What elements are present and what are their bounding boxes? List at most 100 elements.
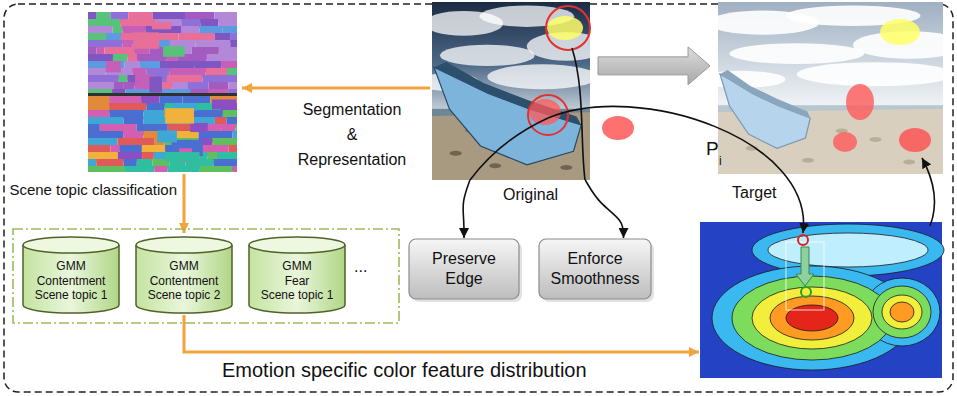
boat-inside bbox=[720, 70, 810, 118]
segment-patch bbox=[154, 166, 167, 172]
cloud bbox=[487, 64, 590, 89]
segment-patch bbox=[123, 82, 134, 90]
boat-hull bbox=[434, 67, 581, 165]
segment-patch bbox=[88, 117, 124, 124]
step-label: Scene topic classification bbox=[9, 181, 177, 198]
segment-patch bbox=[233, 166, 237, 172]
pebble bbox=[450, 151, 462, 156]
cylinder-body bbox=[136, 245, 232, 313]
model-name: Scene topic 1 bbox=[261, 288, 334, 302]
pebble bbox=[870, 137, 882, 142]
process-box: Enforce Smoothness bbox=[538, 238, 652, 300]
cylinder-body bbox=[249, 245, 345, 313]
text-block: Preserve Edge bbox=[432, 249, 496, 289]
flow-arrow bbox=[242, 87, 430, 90]
segment-patch bbox=[199, 26, 222, 34]
segment-patch bbox=[200, 19, 218, 27]
text-block: GMMFearScene topic 1 bbox=[261, 259, 334, 302]
target-point bbox=[801, 287, 811, 297]
red-region bbox=[529, 99, 561, 125]
segment-patch bbox=[228, 145, 237, 153]
group-box: ...GMMContentmentScene topic 1GMMContent… bbox=[12, 228, 400, 324]
leader-line bbox=[572, 48, 585, 180]
text-block: GMMContentmentScene topic 1 bbox=[35, 259, 108, 302]
model-cylinder: GMMContentmentScene topic 1 bbox=[22, 236, 120, 314]
group-outline bbox=[13, 229, 399, 323]
pebble bbox=[802, 158, 814, 163]
segment-patch bbox=[161, 82, 173, 90]
segment-patch bbox=[167, 166, 199, 172]
segment-patch bbox=[149, 77, 161, 93]
node-outline bbox=[538, 238, 652, 300]
contour bbox=[873, 286, 931, 338]
node-outline bbox=[408, 238, 520, 300]
segmentation-map bbox=[88, 12, 237, 172]
segment-patch bbox=[152, 22, 171, 29]
leader-line bbox=[470, 118, 548, 180]
contour bbox=[786, 305, 838, 331]
segment-patch bbox=[212, 138, 237, 146]
segment-patch bbox=[190, 123, 207, 132]
image-caption: Target bbox=[732, 184, 776, 202]
model-name: GMM bbox=[148, 259, 221, 273]
flow-arrow bbox=[183, 174, 186, 233]
box-outline bbox=[409, 239, 519, 299]
segment-patch bbox=[133, 32, 159, 48]
node-outline bbox=[432, 2, 590, 180]
cylinder-top bbox=[23, 237, 119, 253]
connector-curve bbox=[463, 180, 470, 238]
segment-patch bbox=[88, 138, 118, 146]
segment-patch bbox=[88, 131, 123, 138]
connector-curve bbox=[585, 180, 623, 238]
contour bbox=[732, 276, 892, 360]
model-name: GMM bbox=[35, 259, 108, 273]
segment-patch bbox=[157, 130, 177, 142]
photo bbox=[718, 2, 943, 174]
text-area: GMMContentmentScene topic 1 bbox=[22, 236, 120, 314]
segment-patch bbox=[88, 166, 125, 172]
segment-patch bbox=[202, 75, 237, 82]
heatmap-ground bbox=[700, 222, 942, 378]
segment-patch bbox=[223, 110, 237, 118]
shift-arrow bbox=[796, 247, 814, 286]
segment-patch bbox=[114, 82, 123, 90]
segment-patch bbox=[163, 46, 184, 57]
segment-patch bbox=[165, 152, 199, 161]
yellow-region bbox=[547, 16, 583, 40]
process-name: Enforce Smoothness bbox=[551, 249, 640, 289]
segment-patch bbox=[219, 47, 237, 55]
red-region bbox=[846, 84, 874, 120]
mapping-curve bbox=[548, 106, 804, 233]
cloud bbox=[729, 43, 864, 64]
segment-border bbox=[88, 93, 237, 96]
heatmap bbox=[700, 222, 944, 378]
contour bbox=[882, 295, 922, 329]
segment-patch bbox=[165, 108, 194, 123]
outer-frame bbox=[4, 4, 953, 392]
segment-patch bbox=[125, 166, 154, 172]
image-caption: Original bbox=[503, 186, 558, 204]
highlight-circle bbox=[528, 95, 568, 135]
model-name: GMM bbox=[261, 259, 334, 273]
path-symbol: P bbox=[706, 138, 719, 160]
cylinder-top bbox=[249, 237, 345, 253]
cloud bbox=[797, 62, 943, 86]
text-area: Enforce Smoothness bbox=[538, 238, 652, 300]
image-panel: Original bbox=[432, 2, 590, 180]
segment-patch bbox=[142, 152, 154, 159]
model-cylinder: GMMFearScene topic 1 bbox=[248, 236, 346, 314]
contour bbox=[770, 296, 854, 340]
red-region bbox=[899, 128, 931, 152]
source-point bbox=[798, 235, 808, 245]
contour bbox=[768, 233, 928, 267]
text-area: GMMFearScene topic 1 bbox=[248, 236, 346, 314]
segment-patch bbox=[106, 61, 121, 72]
segment-patch bbox=[88, 19, 120, 27]
flow-label: Emotion specific color feature distribut… bbox=[222, 359, 587, 382]
red-region bbox=[602, 116, 634, 140]
cloud bbox=[440, 45, 535, 66]
path-subscript: i bbox=[719, 154, 722, 168]
segment-patch bbox=[124, 117, 144, 124]
